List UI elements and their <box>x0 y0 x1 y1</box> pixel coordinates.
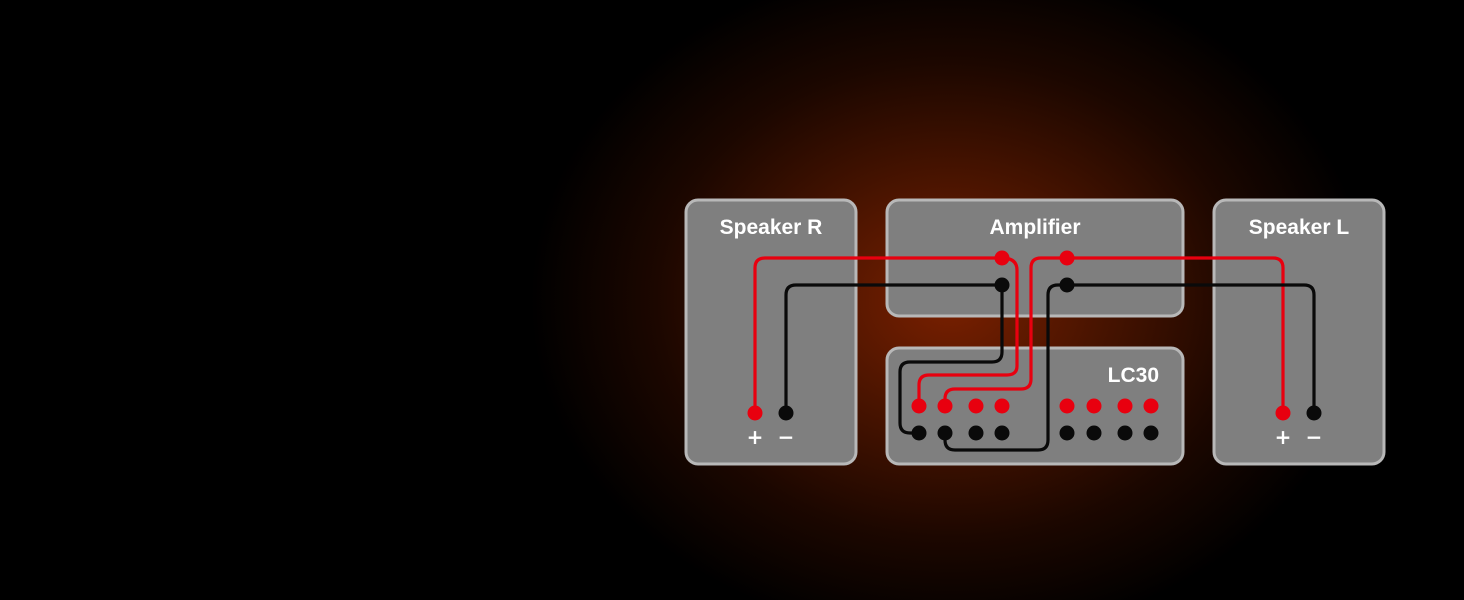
lc30-negative-terminal-3 <box>968 425 984 441</box>
wire-red-amp-to-speaker-l <box>1067 256 1285 413</box>
speaker-l-negative-terminal <box>1306 405 1322 421</box>
speaker-l-minus-sign: − <box>1306 425 1323 449</box>
speaker-r-label: Speaker R <box>720 216 823 239</box>
amplifier-label: Amplifier <box>989 216 1080 239</box>
lc30-negative-terminal-1 <box>911 425 927 441</box>
speaker-r-box <box>684 198 858 466</box>
wire-red-amp-to-speaker-r <box>753 256 1002 413</box>
speaker-r-negative-terminal <box>778 405 794 421</box>
speaker-r-positive-terminal <box>747 405 763 421</box>
speaker-l-box <box>1212 198 1386 466</box>
lc30-box <box>885 346 1185 466</box>
wire-black-amp-to-speaker-r <box>784 283 1002 413</box>
lc30-positive-terminal-2 <box>937 398 953 414</box>
lc30-positive-terminal-6 <box>1086 398 1102 414</box>
speaker-l-plus-sign: + <box>1275 425 1292 449</box>
speaker-l-positive-terminal <box>1275 405 1291 421</box>
lc30-negative-terminal-5 <box>1059 425 1075 441</box>
amp-positive-terminal-1 <box>994 250 1010 266</box>
wire-black-amp1-to-lc30 <box>898 285 1004 435</box>
wire-black-amp2-to-lc30 <box>943 283 1067 452</box>
amp-negative-terminal-2 <box>1059 277 1075 293</box>
lc30-positive-terminal-1 <box>911 398 927 414</box>
lc30-positive-terminal-8 <box>1143 398 1159 414</box>
lc30-positive-terminal-3 <box>968 398 984 414</box>
lc30-negative-terminal-2 <box>937 425 953 441</box>
wire-red-amp1-to-lc30 <box>917 256 1019 406</box>
lc30-positive-terminal-4 <box>994 398 1010 414</box>
lc30-positive-terminal-5 <box>1059 398 1075 414</box>
lc30-negative-terminal-6 <box>1086 425 1102 441</box>
lc30-negative-terminal-8 <box>1143 425 1159 441</box>
speaker-r-minus-sign: − <box>778 425 795 449</box>
lc30-negative-terminal-7 <box>1117 425 1133 441</box>
speaker-r-plus-sign: + <box>747 425 764 449</box>
lc30-positive-terminal-7 <box>1117 398 1133 414</box>
speaker-l-label: Speaker L <box>1249 216 1350 239</box>
amp-negative-terminal-1 <box>994 277 1010 293</box>
wire-black-amp-to-speaker-l <box>1067 283 1316 413</box>
wire-red-amp2-to-lc30 <box>943 256 1067 406</box>
lc30-label: LC30 <box>1108 364 1159 387</box>
amp-positive-terminal-2 <box>1059 250 1075 266</box>
lc30-negative-terminal-4 <box>994 425 1010 441</box>
